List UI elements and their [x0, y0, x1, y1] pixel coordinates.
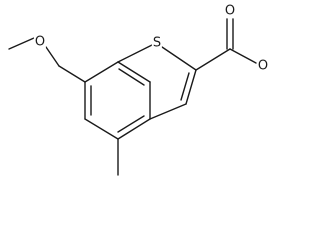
- bond-s-c2: [161, 46, 197, 71]
- bond-o-ch3: [8, 37, 35, 50]
- bond-c5-c4-double: [117, 115, 145, 133]
- bond-c5-c4: [117, 118, 151, 140]
- structure-diagram: S O O O: [8, 3, 270, 176]
- bond-c2-c3-double: [180, 72, 190, 101]
- bond-c2-c3: [185, 69, 197, 105]
- bond-c2-ccarbonyl: [195, 48, 231, 71]
- atom-sulfur: S: [151, 35, 163, 51]
- bond-c3a-c7a: [117, 61, 151, 83]
- bond-c7a-c7: [84, 61, 119, 83]
- bond-c7-o: [58, 65, 86, 83]
- atom-ether-oxygen: O: [33, 34, 47, 50]
- bond-c7a-s: [117, 44, 153, 63]
- bond-layer: [8, 18, 257, 176]
- bond-c-oester: [229, 48, 257, 64]
- atom-carbonyl-oxygen: O: [223, 3, 237, 19]
- atom-ester-oxygen: O: [256, 58, 270, 74]
- bond-c3a-c7a-double: [118, 68, 145, 86]
- bond-o-ch3-link: [45, 46, 60, 67]
- bond-c6-c5: [84, 118, 119, 140]
- bond-c3-c3a: [149, 103, 187, 120]
